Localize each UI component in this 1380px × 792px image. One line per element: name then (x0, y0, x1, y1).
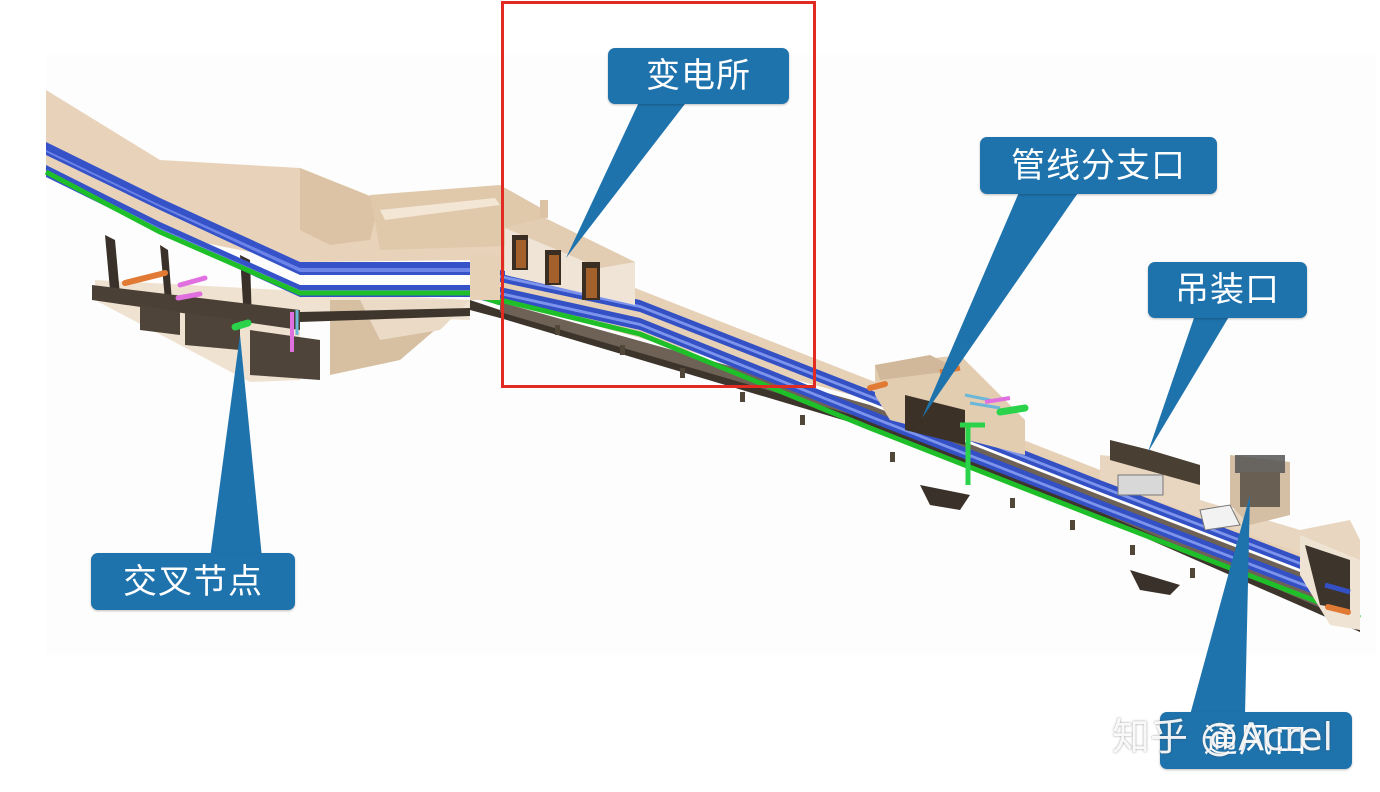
hoisting-port-label: 吊装口 (1148, 262, 1307, 318)
substation-highlight-box (501, 1, 816, 388)
cross-node-pointer (210, 335, 262, 558)
watermark-text: 知乎 @Acrel (1112, 715, 1334, 759)
main-tunnel-top (470, 255, 1360, 590)
ventilation-label: 通风口 (1160, 712, 1352, 769)
main-cable-green (499, 297, 1361, 621)
substation-label: 变电所 (608, 48, 789, 104)
left-cable-tray-blue (46, 142, 500, 280)
ventilation-pointer (1190, 495, 1250, 715)
pipeline-branch-block (875, 355, 1025, 455)
pipeline-branch-label: 管线分支口 (980, 137, 1217, 194)
substation-pointer (566, 100, 688, 258)
hoisting-port-pointer (1148, 315, 1230, 452)
pipeline-branch-pointer (922, 190, 1080, 418)
cross-node-label: 交叉节点 (91, 553, 295, 610)
